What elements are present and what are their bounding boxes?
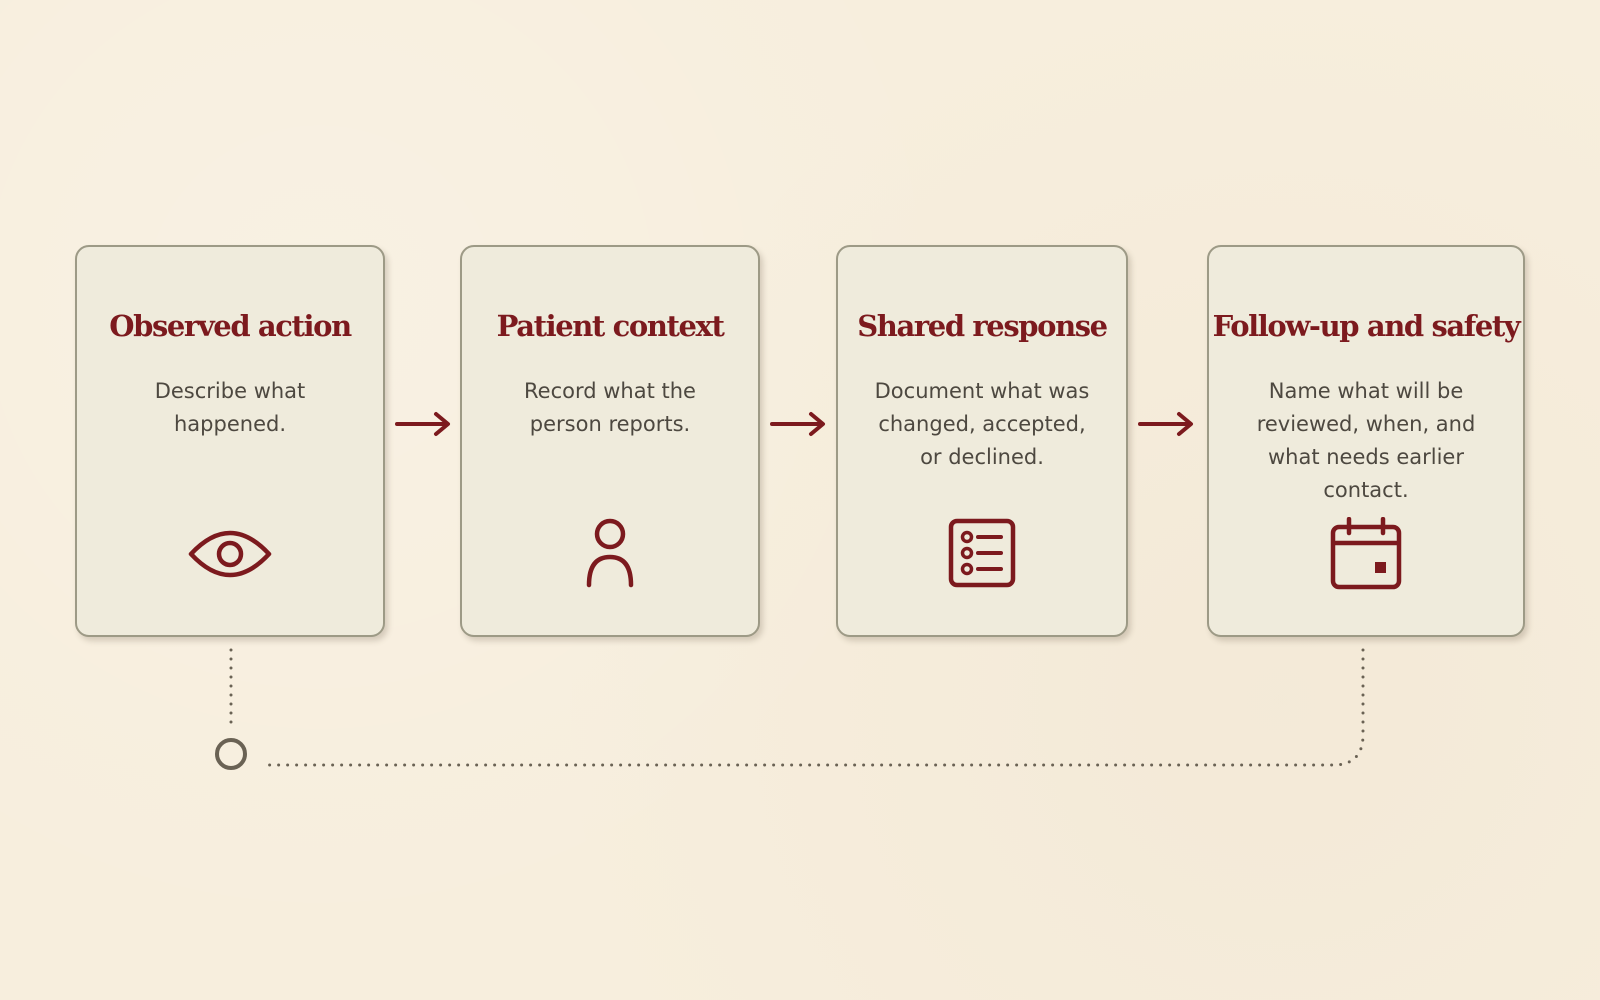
right-arrow-icon	[770, 407, 828, 441]
right-arrow-icon	[1138, 407, 1196, 441]
step-title: Observed action	[109, 309, 352, 343]
step-card-patient-context: Patient context Record what the person r…	[460, 245, 760, 637]
feedback-loop-line	[260, 648, 1365, 767]
person-icon	[565, 517, 655, 592]
step-card-follow-up-safety: Follow-up and safety Name what will be r…	[1207, 245, 1525, 637]
step-card-shared-response: Shared response Document what was change…	[836, 245, 1128, 637]
step-description: Record what the person reports.	[524, 379, 696, 436]
step-card-observed-action: Observed action Describe what happened.	[75, 245, 385, 637]
step-title: Follow-up and safety	[1212, 309, 1521, 343]
checklist-icon	[937, 517, 1027, 592]
step-description: Document what was changed, accepted, or …	[874, 379, 1090, 469]
step-description: Describe what happened.	[154, 379, 306, 436]
step-title: Patient context	[496, 309, 725, 343]
step-title: Shared response	[857, 309, 1108, 343]
loop-start-node	[215, 738, 247, 770]
calendar-icon	[1321, 517, 1411, 592]
eye-icon	[185, 517, 275, 592]
right-arrow-icon	[395, 407, 453, 441]
step-description: Name what will be reviewed, when, and wh…	[1256, 379, 1476, 502]
